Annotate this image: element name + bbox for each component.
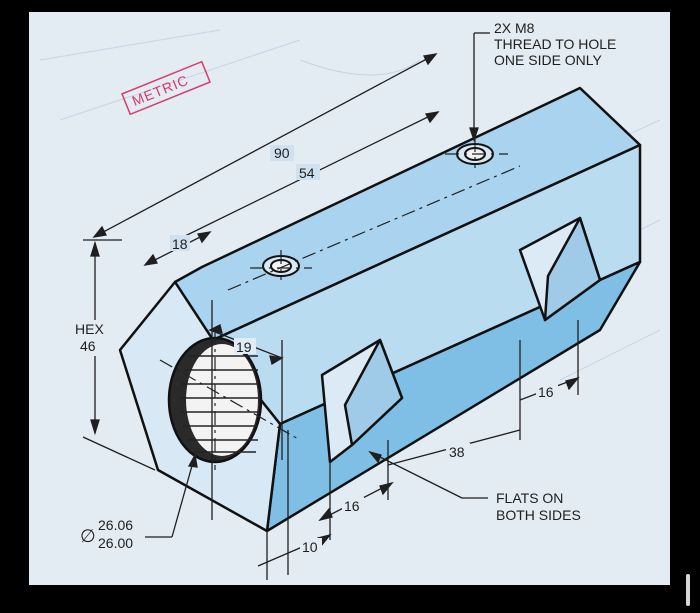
dim-overall-length: 90 — [274, 145, 290, 161]
svg-text:26.06: 26.06 — [98, 517, 133, 533]
svg-text:METRIC: METRIC — [130, 72, 191, 109]
bore-hole — [167, 336, 263, 464]
isometric-drawing: METRIC — [39, 20, 661, 580]
svg-text:26.00: 26.00 — [98, 535, 133, 551]
flats-note: FLATS ON BOTH SIDES — [496, 490, 581, 523]
flat-notches — [320, 216, 602, 464]
dim-bore-depth: 19 — [236, 339, 252, 355]
hex-part — [118, 86, 642, 533]
dim-hole-spacing: 54 — [299, 165, 315, 181]
svg-text:BOTH SIDES: BOTH SIDES — [496, 507, 581, 523]
hex-label: HEX 46 — [73, 320, 115, 356]
scroll-indicator[interactable] — [686, 574, 690, 606]
drawing-sheet: METRIC — [29, 12, 670, 585]
dim-hole-offset: 18 — [172, 236, 188, 252]
svg-text:∅: ∅ — [80, 526, 96, 546]
thread-note: 2X M8 THREAD TO HOLE ONE SIDE ONLY — [494, 20, 616, 68]
svg-text:46: 46 — [80, 338, 96, 354]
dim-flat-spacing: 38 — [449, 444, 465, 460]
center-lines — [159, 138, 521, 470]
svg-text:FLATS ON: FLATS ON — [496, 490, 563, 506]
dimension-labels: 90 54 18 19 38 16 16 10 — [170, 145, 558, 555]
dim-flat-width-left: 16 — [344, 498, 360, 514]
metric-stamp: METRIC — [121, 60, 211, 116]
dim-flat-offset: 10 — [302, 539, 318, 555]
dim-flat-width-right: 16 — [538, 384, 554, 400]
diameter-callout: ∅ 26.06 26.00 — [80, 517, 133, 551]
svg-text:THREAD TO HOLE: THREAD TO HOLE — [494, 36, 616, 52]
svg-text:2X M8: 2X M8 — [494, 20, 535, 36]
svg-text:ONE SIDE ONLY: ONE SIDE ONLY — [494, 52, 603, 68]
thread-hatching — [181, 355, 258, 453]
svg-text:HEX: HEX — [75, 321, 104, 337]
